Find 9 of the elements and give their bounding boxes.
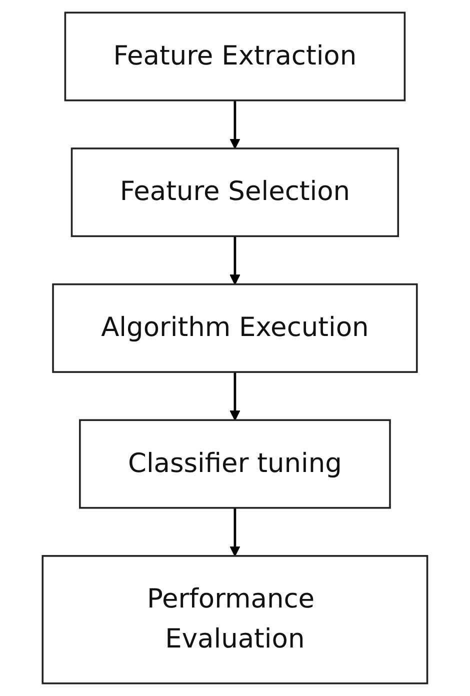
arrow bbox=[230, 372, 240, 421]
node-box: Algorithm Execution bbox=[52, 283, 418, 373]
arrow bbox=[230, 236, 240, 285]
node-box: Feature Extraction bbox=[64, 12, 406, 102]
arrow bbox=[230, 100, 240, 149]
node-box: Feature Selection bbox=[70, 148, 400, 238]
arrow bbox=[230, 508, 240, 556]
node-box: Performance Evaluation bbox=[42, 555, 428, 684]
node-box: Classifier tuning bbox=[79, 419, 391, 509]
